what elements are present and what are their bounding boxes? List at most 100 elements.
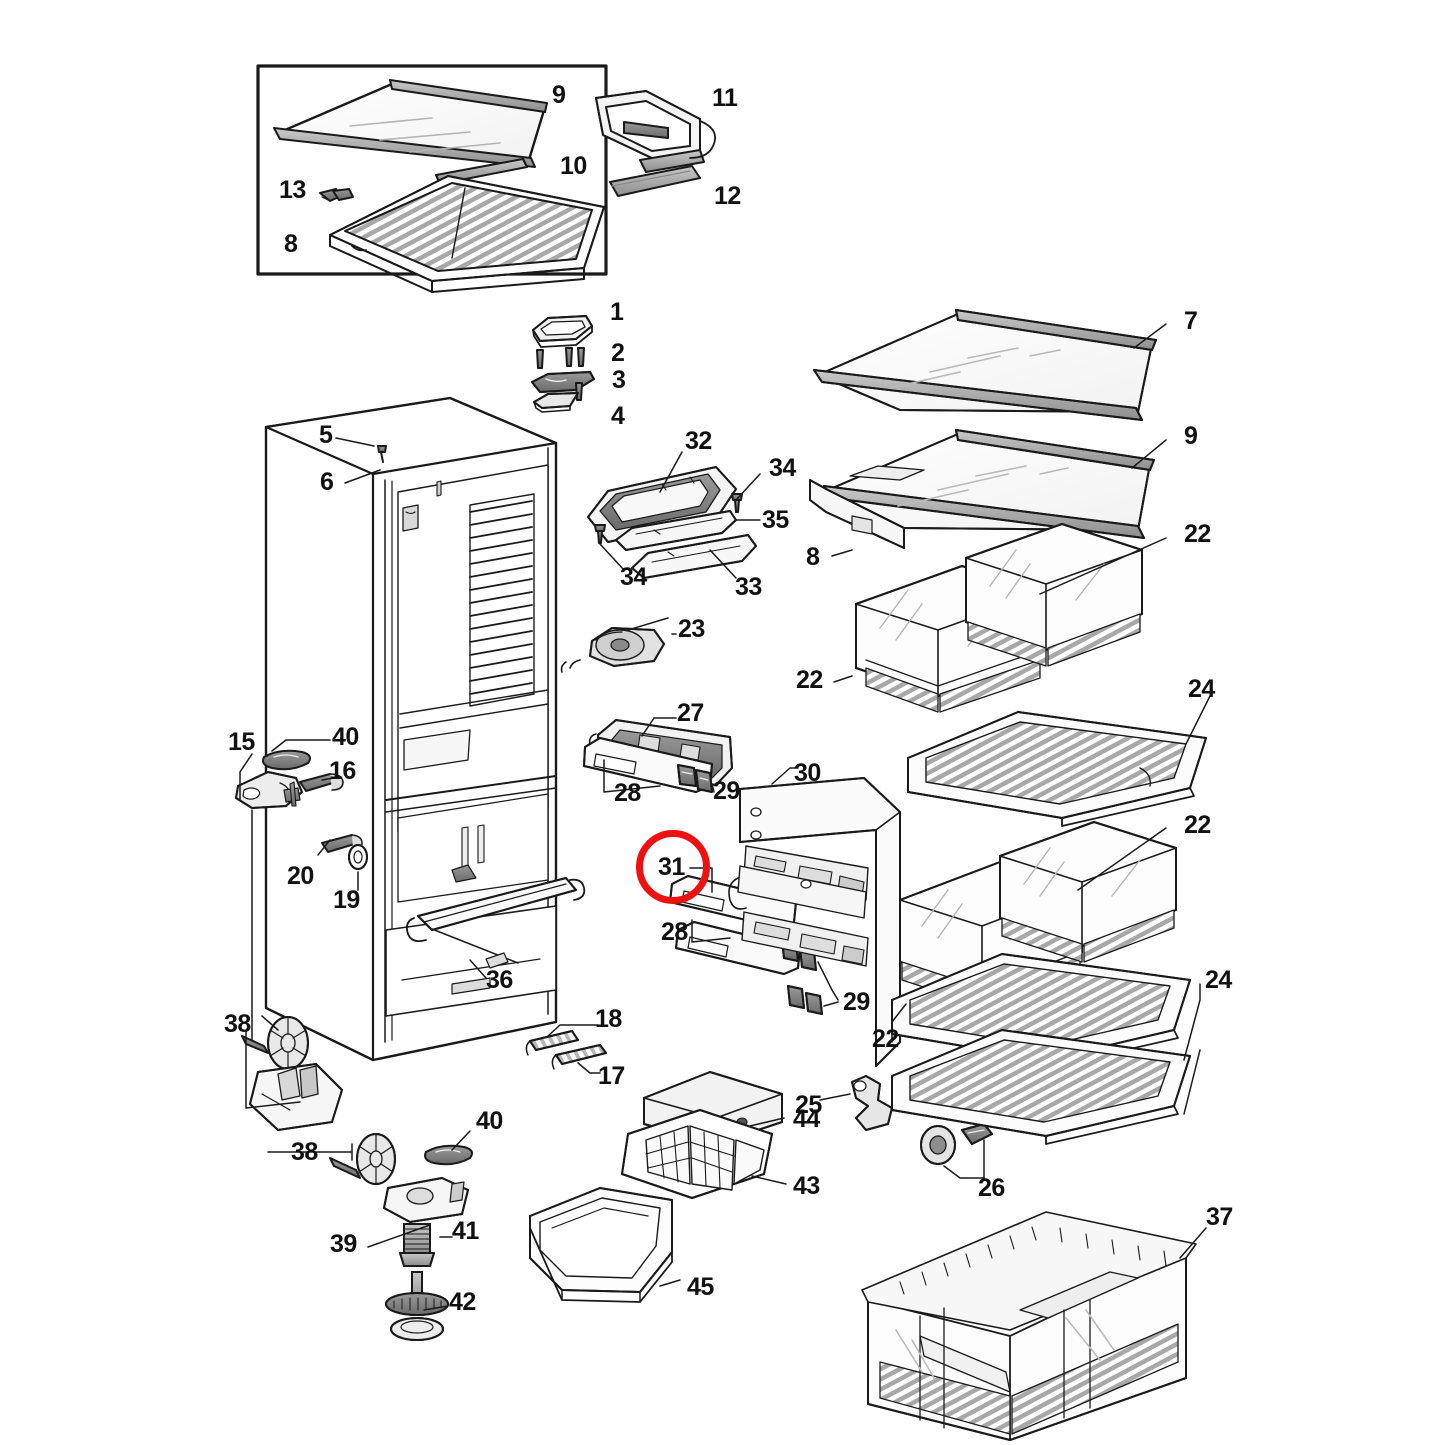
highlight-circle-part-31 (636, 830, 710, 904)
part-29-slide-clip-upper-a (677, 764, 697, 787)
part-45-door-bin (529, 1187, 673, 1303)
callout-label-38-a: 38 (224, 1010, 251, 1038)
callout-label-25: 25 (795, 1091, 822, 1119)
callout-label-24-a: 24 (1188, 675, 1215, 703)
part-2-screws (536, 347, 585, 369)
part-37-freezer-basket (861, 1211, 1197, 1441)
part-8-shelf-frame-right (809, 465, 925, 549)
callout-label-11: 11 (712, 84, 738, 112)
refrigerator-cabinet (264, 396, 558, 1062)
callout-label-34-a: 34 (769, 454, 796, 482)
callout-label-38-b: 38 (291, 1138, 318, 1166)
callout-label-18: 18 (595, 1005, 622, 1033)
part-40b-washer-lower (424, 1144, 473, 1166)
part-34-light-screw-right (731, 493, 743, 513)
part-30-side-liner-panel (728, 777, 901, 1067)
inset-box-frame (256, 64, 608, 276)
callout-label-33: 33 (735, 573, 762, 601)
part-29b-slide-clip-lower-c (787, 985, 805, 1009)
part-4-handle-base (533, 392, 579, 413)
callout-label-1: 1 (610, 298, 624, 326)
callout-label-9-inset: 9 (552, 81, 566, 109)
part-38b-wheel-lower (329, 1133, 396, 1185)
callout-label-22-a: 22 (1184, 520, 1211, 548)
callout-label-8-inset: 8 (284, 230, 298, 258)
callout-label-20: 20 (287, 862, 314, 890)
callout-label-22-d: 22 (872, 1025, 899, 1053)
part-22-crisper-bin-d (999, 821, 1177, 963)
part-3-handle-bracket (531, 371, 595, 401)
callout-label-22-c: 22 (1184, 811, 1211, 839)
callout-label-16: 16 (329, 757, 356, 785)
part-1-handle-cap (532, 315, 593, 348)
callout-label-27: 27 (677, 699, 704, 727)
part-29-slide-clip-upper-b (695, 769, 713, 793)
callout-label-30: 30 (794, 759, 821, 787)
part-23-evaporator-fan (560, 627, 665, 673)
part-11-12-rail-hinge (595, 90, 716, 197)
part-25-door-stop-bracket (851, 1075, 893, 1131)
part-43-ice-cube-tray (621, 1109, 773, 1199)
part-24-tray-lower (891, 1029, 1191, 1145)
callout-label-23: 23 (678, 615, 705, 643)
callout-label-13: 13 (279, 176, 306, 204)
callout-label-28-b: 28 (661, 918, 688, 946)
callout-label-6: 6 (320, 468, 334, 496)
part-24-tray-upper (907, 711, 1207, 827)
callout-label-31: 31 (658, 853, 685, 881)
callout-label-19: 19 (333, 886, 360, 914)
callout-label-41: 41 (452, 1217, 479, 1245)
part-36-drawer-slide (405, 864, 586, 969)
callout-label-37: 37 (1206, 1203, 1233, 1231)
callout-label-15: 15 (228, 728, 255, 756)
part-26-roller-set (920, 1123, 993, 1165)
callout-label-39: 39 (330, 1230, 357, 1258)
callout-label-29-b: 29 (843, 988, 870, 1016)
callout-label-7: 7 (1184, 307, 1198, 335)
part-32-light-housing (587, 466, 737, 543)
callout-label-43: 43 (793, 1172, 820, 1200)
part-40-hinge-washer (262, 749, 311, 771)
part-42-adjustable-foot (385, 1271, 449, 1341)
part-13-shelf-clips (319, 188, 354, 202)
part-19-washer (348, 844, 368, 870)
part-15-door-hinge (235, 771, 303, 809)
callout-label-17: 17 (598, 1062, 625, 1090)
part-24-tray-middle (891, 953, 1191, 1069)
part-17-trim-strip (551, 1044, 607, 1070)
callout-label-4: 4 (611, 402, 625, 430)
callout-label-29-a: 29 (713, 777, 740, 805)
part-7-glass-shelf (813, 309, 1157, 421)
part-34b-light-screw-left (594, 524, 606, 544)
part-22-crisper-bin-b (965, 523, 1143, 667)
part-39b-caster-plate-lower (383, 1177, 469, 1223)
part-8-crisper-cover-inset (329, 175, 605, 293)
callout-label-40-a: 40 (332, 723, 359, 751)
part-39-caster-plate-upper (249, 1063, 343, 1131)
callout-label-12: 12 (714, 182, 741, 210)
callout-label-42: 42 (449, 1288, 476, 1316)
callout-label-36: 36 (486, 966, 513, 994)
callout-label-24-b: 24 (1205, 966, 1232, 994)
callout-label-22-b: 22 (796, 666, 823, 694)
part-18-trim-strip (525, 1030, 579, 1056)
callout-label-8-right: 8 (806, 543, 820, 571)
callout-label-44: 44 (793, 1105, 820, 1133)
callout-label-32: 32 (685, 427, 712, 455)
callout-label-45: 45 (687, 1273, 714, 1301)
callout-label-2: 2 (611, 339, 625, 367)
part-29b-slide-clip-lower-d (805, 992, 823, 1015)
callout-label-26: 26 (978, 1174, 1005, 1202)
callout-label-35: 35 (762, 506, 789, 534)
part-33-lens-cover-lower (631, 534, 757, 579)
part-9-glass-shelf-inset (273, 79, 548, 168)
callout-label-34-b: 34 (620, 563, 647, 591)
part-5-top-screw (335, 437, 387, 463)
part-6-leader (344, 469, 381, 484)
callout-label-10: 10 (560, 152, 587, 180)
callout-label-40-b: 40 (476, 1107, 503, 1135)
part-20-screw (321, 834, 363, 853)
callout-label-3: 3 (612, 366, 626, 394)
